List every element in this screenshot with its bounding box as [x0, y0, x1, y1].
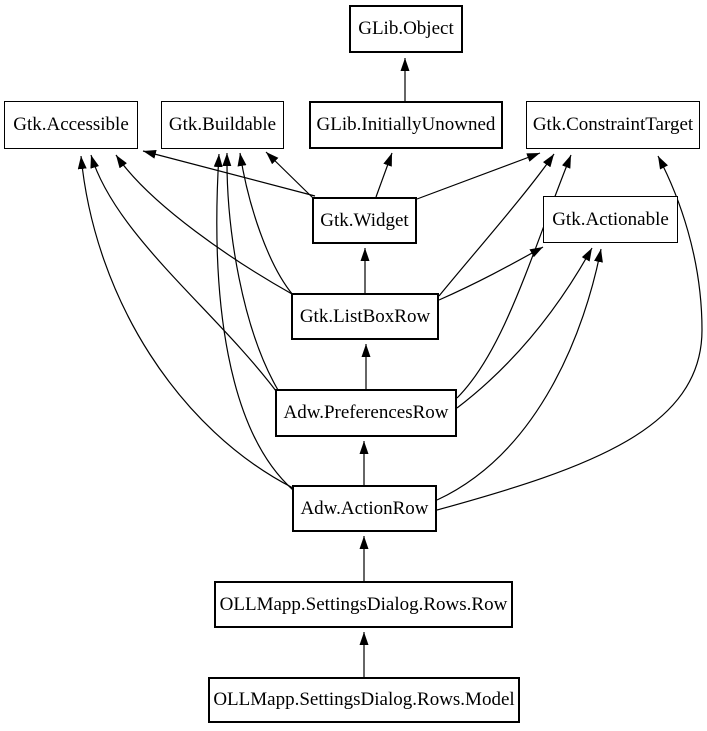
node-label: Gtk.Accessible: [13, 114, 129, 135]
node-glib-object[interactable]: GLib.Object: [349, 5, 463, 53]
node-label: Gtk.ListBoxRow: [299, 305, 431, 327]
edge-adw-actionrow-to-gtk-constrainttarget: [436, 155, 703, 511]
edge-adw-preferencesrow-to-gtk-actionable: [456, 247, 593, 409]
edge-gtk-widget-to-gtk-buildable: [265, 151, 314, 199]
node-label: GLib.InitiallyUnowned: [316, 114, 496, 135]
edge-adw-actionrow-to-gtk-accessible: [77, 155, 294, 489]
node-rows-model[interactable]: OLLMapp.SettingsDialog.Rows.Model: [208, 677, 520, 723]
node-gtk-listboxrow[interactable]: Gtk.ListBoxRow: [291, 293, 439, 340]
node-gtk-accessible[interactable]: Gtk.Accessible: [4, 101, 138, 149]
node-gtk-actionable[interactable]: Gtk.Actionable: [543, 196, 678, 243]
edge-adw-preferencesrow-to-gtk-accessible: [90, 154, 277, 392]
edge-gtk-widget-to-glib-initiallyunowned: [375, 152, 393, 198]
node-label: Gtk.Widget: [320, 209, 409, 231]
edge-adw-actionrow-to-gtk-buildable: [213, 153, 294, 491]
edge-adw-preferencesrow-to-gtk-buildable: [222, 152, 279, 391]
edge-gtk-listboxrow-to-gtk-buildable: [237, 152, 294, 296]
node-label: GLib.Object: [358, 18, 454, 39]
node-label: Adw.PreferencesRow: [283, 402, 449, 423]
edge-adw-actionrow-to-gtk-actionable: [436, 248, 603, 501]
edge-gtk-listboxrow-to-gtk-accessible: [115, 154, 293, 295]
node-glib-initiallyunowned[interactable]: GLib.InitiallyUnowned: [309, 101, 503, 149]
edge-adw-preferencesrow-to-gtk-constrainttarget: [456, 154, 572, 399]
node-label: Gtk.ConstraintTarget: [532, 114, 694, 135]
node-gtk-buildable[interactable]: Gtk.Buildable: [161, 101, 284, 149]
node-label: Gtk.Actionable: [552, 208, 669, 230]
node-label: OLLMapp.SettingsDialog.Rows.Row: [219, 593, 508, 615]
node-gtk-constrainttarget[interactable]: Gtk.ConstraintTarget: [526, 101, 700, 149]
node-gtk-widget[interactable]: Gtk.Widget: [312, 197, 417, 244]
node-label: OLLMapp.SettingsDialog.Rows.Model: [213, 689, 515, 710]
node-adw-preferencesrow[interactable]: Adw.PreferencesRow: [275, 389, 457, 437]
edge-gtk-widget-to-gtk-constrainttarget: [416, 152, 541, 200]
node-label: Gtk.Buildable: [168, 114, 277, 135]
node-label: Adw.ActionRow: [300, 497, 429, 519]
edge-gtk-listboxrow-to-gtk-actionable: [438, 246, 544, 301]
edge-gtk-widget-to-gtk-accessible: [142, 149, 316, 197]
node-rows-row[interactable]: OLLMapp.SettingsDialog.Rows.Row: [214, 581, 513, 628]
edge-gtk-listboxrow-to-gtk-constrainttarget: [438, 153, 555, 297]
node-adw-actionrow[interactable]: Adw.ActionRow: [292, 485, 437, 532]
